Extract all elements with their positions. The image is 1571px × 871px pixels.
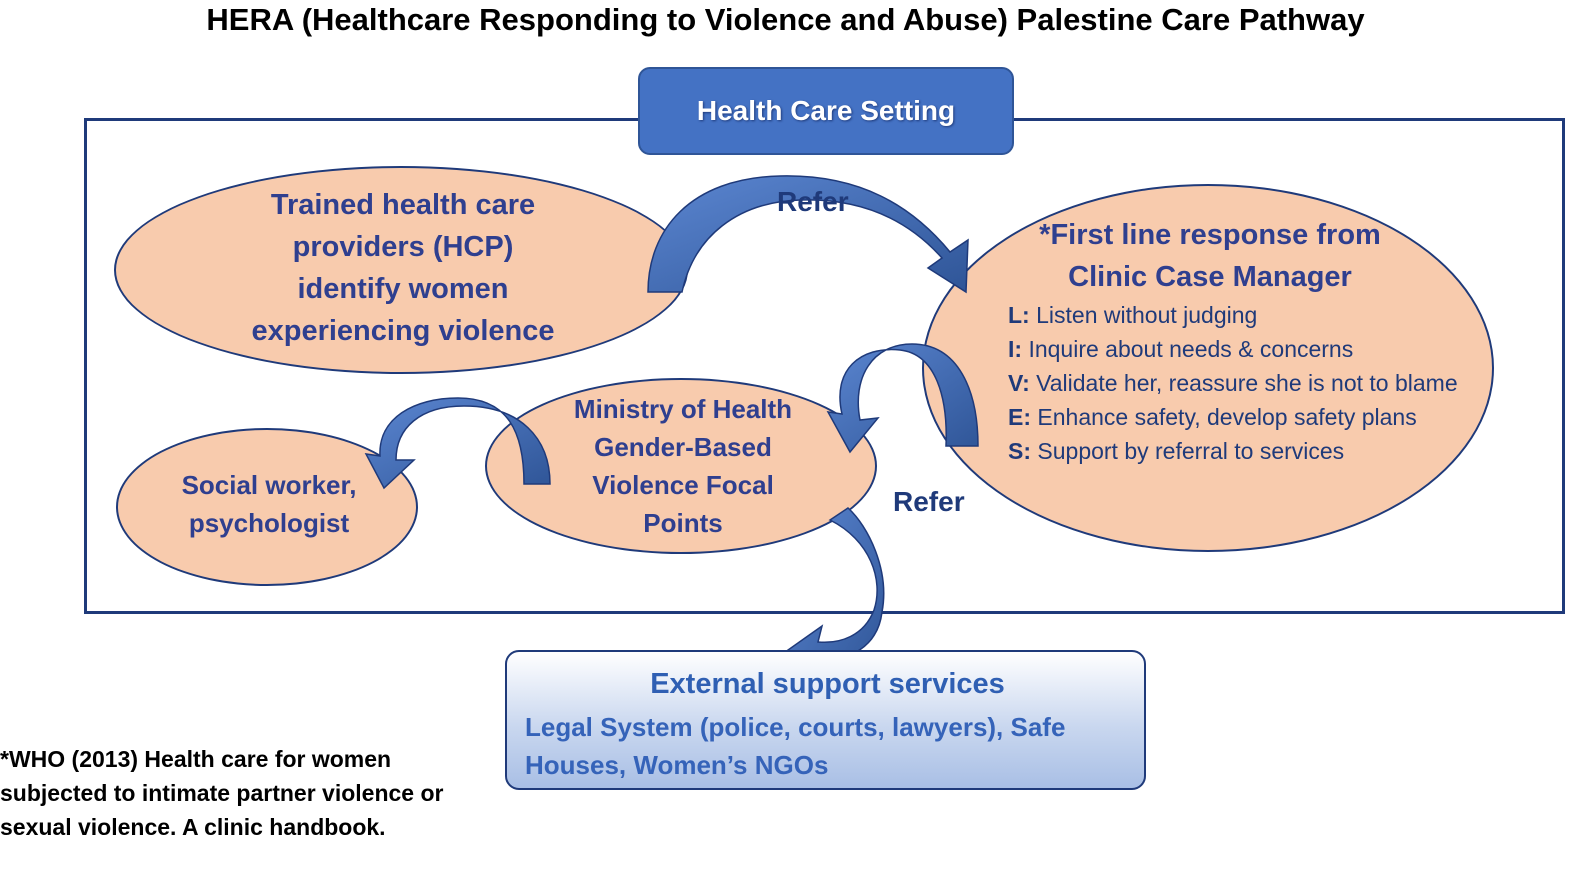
moh-focal-points-ellipse: Ministry of Health Gender-Based Violence… [485,378,877,554]
live-step-text: Enhance safety, develop safety plans [1037,404,1417,430]
live-step-letter: L: [1008,302,1030,328]
live-step-text: Inquire about needs & concerns [1028,336,1354,362]
health-care-setting-label: Health Care Setting [638,67,1014,155]
case-manager-title-line: Clinic Case Manager [1068,261,1352,293]
external-services-body: Legal System (police, courts, lawyers), … [525,712,1066,780]
diagram-title: HERA (Healthcare Responding to Violence … [206,2,1365,37]
moh-line: Points [643,508,723,538]
social-worker-text: Social worker, psychologist [148,466,390,542]
live-step-letter: I: [1008,336,1023,362]
moh-line: Violence Focal [592,470,774,500]
live-step-letter: E: [1008,404,1031,430]
who-footnote: *WHO (2013) Health care for women subjec… [0,746,444,840]
social-line: Social worker, [181,470,357,500]
live-step-enhance: E: Enhance safety, develop safety plans [1008,400,1478,434]
refer-arrow-hcp-to-case-manager [647,175,969,294]
hcp-identify-ellipse: Trained health care providers (HCP) iden… [114,166,688,374]
live-step-text: Listen without judging [1036,302,1258,328]
refer-label-top: Refer [777,186,849,217]
external-support-services-box: External support services Legal System (… [505,650,1146,790]
hcp-line: Trained health care [270,189,536,221]
refer-arrow-case-manager-to-moh [826,343,979,454]
live-steps-list: L: Listen without judging I: Inquire abo… [1008,298,1478,468]
live-step-support: S: Support by referral to services [1008,434,1478,468]
live-step-listen: L: Listen without judging [1008,298,1478,332]
moh-focal-points-text: Ministry of Health Gender-Based Violence… [527,390,839,542]
moh-line: Gender-Based [594,432,772,462]
live-step-letter: S: [1008,438,1031,464]
external-services-title: External support services [650,668,1005,700]
moh-line: Ministry of Health [573,394,793,424]
live-step-validate: V: Validate her, reassure she is not to … [1008,366,1478,400]
live-step-text: Support by referral to services [1037,438,1345,464]
live-step-text: Validate her, reassure she is not to bla… [1036,370,1458,396]
live-step-letter: V: [1008,370,1030,396]
hcp-line: experiencing violence [251,315,555,347]
hcp-identify-text: Trained health care providers (HCP) iden… [176,184,630,352]
social-worker-ellipse: Social worker, psychologist [116,428,418,586]
hcp-line: providers (HCP) [292,231,514,263]
case-manager-title: *First line response from Clinic Case Ma… [964,214,1456,298]
hcp-line: identify women [297,273,509,305]
live-step-inquire: I: Inquire about needs & concerns [1008,332,1478,366]
case-manager-title-line: *First line response from [1039,219,1381,251]
refer-arrow-moh-to-social-worker [364,397,551,490]
social-line: psychologist [188,508,350,538]
refer-label-bottom: Refer [893,486,965,517]
case-manager-ellipse: *First line response from Clinic Case Ma… [922,184,1494,552]
